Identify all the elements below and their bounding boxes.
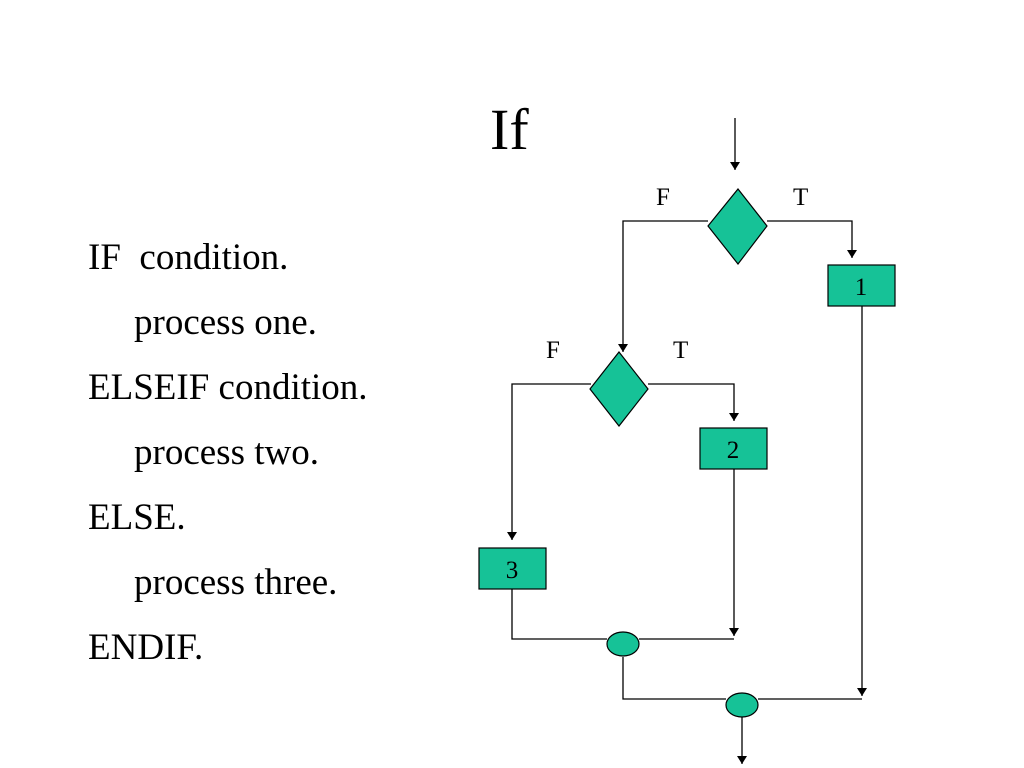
decision-1-diamond: [707, 188, 768, 265]
decision-1-true-label: T: [793, 184, 808, 211]
decision-2-false-label: F: [546, 337, 560, 364]
code-line-if: IF condition.: [88, 237, 289, 278]
decision-2-false-connector: [507, 383, 591, 540]
decision-1-true-connector: [767, 220, 857, 258]
decision-1-false-label: F: [656, 184, 670, 211]
merge-1-out-connector: [622, 657, 726, 700]
decision-2-diamond: [589, 351, 649, 427]
merge-2-connector: [725, 692, 759, 718]
decision-2-true-label: T: [673, 337, 688, 364]
process-1-label: 1: [855, 274, 868, 301]
merge-1-connector: [606, 631, 640, 657]
code-line-process-one: process one.: [134, 302, 317, 343]
slide-title: If: [490, 97, 529, 162]
code-line-process-two: process two.: [134, 432, 319, 473]
process-3-box: [478, 547, 547, 590]
pseudocode-listing: IF condition. process one. ELSEIF condit…: [88, 233, 368, 688]
process-2-box: [699, 427, 768, 470]
decision-1-false-connector: [618, 220, 708, 352]
process-1-box: [827, 264, 896, 307]
code-line-endif: ENDIF.: [88, 627, 204, 668]
code-line-else: ELSE.: [88, 497, 186, 538]
code-line-elseif: ELSEIF condition.: [88, 367, 368, 408]
decision-2-true-connector: [648, 383, 739, 421]
process-3-label: 3: [506, 557, 519, 584]
code-line-process-three: process three.: [134, 562, 338, 603]
process-3-out-connector: [511, 588, 607, 640]
process-2-label: 2: [727, 437, 740, 464]
